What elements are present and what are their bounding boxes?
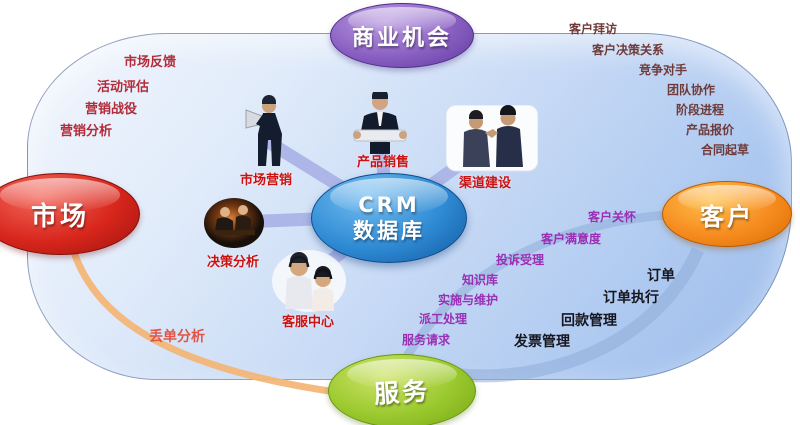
node-service: 服务 (328, 354, 476, 425)
order-label: 发票管理 (514, 334, 570, 350)
market-label: 营销分析 (60, 124, 113, 139)
service-label: 投诉受理 (496, 253, 545, 267)
service-label: 客户关怀 (588, 210, 637, 224)
service-loop-upper-arc (399, 209, 679, 366)
order-label: 回款管理 (561, 313, 617, 329)
service-label: 实施与维护 (438, 293, 499, 307)
node-crm-database: CRM 数据库 (311, 173, 467, 263)
hub-caption-marketing: 市场营销 (240, 173, 293, 188)
hub-caption-service-center: 客服中心 (282, 315, 335, 330)
service-label: 派工处理 (419, 312, 468, 326)
market-label: 营销战役 (85, 102, 138, 117)
node-label: 客户 (700, 202, 754, 231)
opportunity-label: 客户决策关系 (592, 43, 665, 57)
hub-caption-decision: 决策分析 (207, 255, 260, 270)
node-label: 服务 (373, 376, 432, 409)
callcenter-pair-icon (271, 249, 347, 317)
opportunity-label: 产品报价 (686, 123, 735, 137)
market-label: 市场反馈 (124, 55, 177, 70)
opportunity-label: 客户拜访 (569, 22, 618, 36)
node-label: 市场 (30, 201, 89, 232)
market-label: 活动评估 (97, 80, 150, 95)
opportunity-label: 团队协作 (667, 83, 716, 97)
order-label: 订单执行 (603, 290, 659, 306)
node-label: 商业机会 (351, 25, 452, 51)
salesperson-icon (350, 88, 410, 160)
node-label: CRM 数据库 (353, 192, 425, 245)
crm-title: CRM (358, 192, 420, 217)
hub-caption-product-sales: 产品销售 (357, 155, 410, 170)
hub-caption-channel: 渠道建设 (459, 176, 512, 191)
opportunity-label: 阶段进程 (676, 103, 725, 117)
order-label: 订单 (647, 268, 675, 284)
service-label: 服务请求 (402, 333, 451, 347)
service-label: 知识库 (462, 273, 499, 287)
service-label: 客户满意度 (541, 232, 602, 246)
lost-order-arc (66, 237, 337, 396)
analysis-desk-icon (203, 197, 265, 253)
crm-subtitle: 数据库 (353, 219, 425, 243)
handshake-people-icon (445, 104, 539, 177)
node-business-opportunity: 商业机会 (330, 3, 474, 68)
lost-order-label: 丢单分析 (149, 329, 205, 345)
opportunity-label: 合同起草 (701, 143, 750, 157)
megaphone-person-icon (242, 94, 294, 174)
opportunity-label: 竞争对手 (639, 63, 688, 77)
node-customer: 客户 (662, 181, 792, 247)
